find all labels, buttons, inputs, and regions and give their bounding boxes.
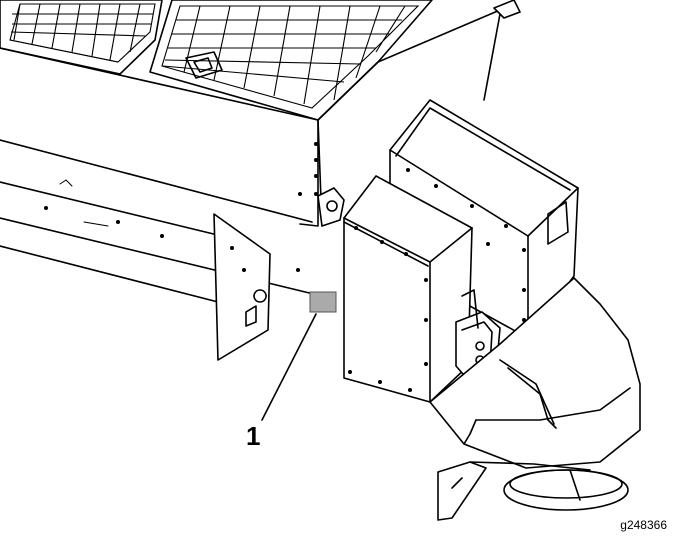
callout-leader-line: [261, 313, 317, 421]
spinner-disc: [503, 469, 629, 511]
decal-location: [309, 291, 337, 313]
mounting-plate: [213, 213, 271, 361]
hopper-body: [0, 9, 501, 303]
callout-number-1: 1: [246, 421, 261, 451]
discharge-chute: [429, 277, 641, 469]
lower-deflector-plate: [437, 461, 591, 521]
front-spinner-housing: [343, 175, 473, 403]
figure-id: g248366: [620, 518, 667, 532]
hopper-top-panels: [0, 0, 433, 121]
top-tube: [483, 0, 521, 101]
